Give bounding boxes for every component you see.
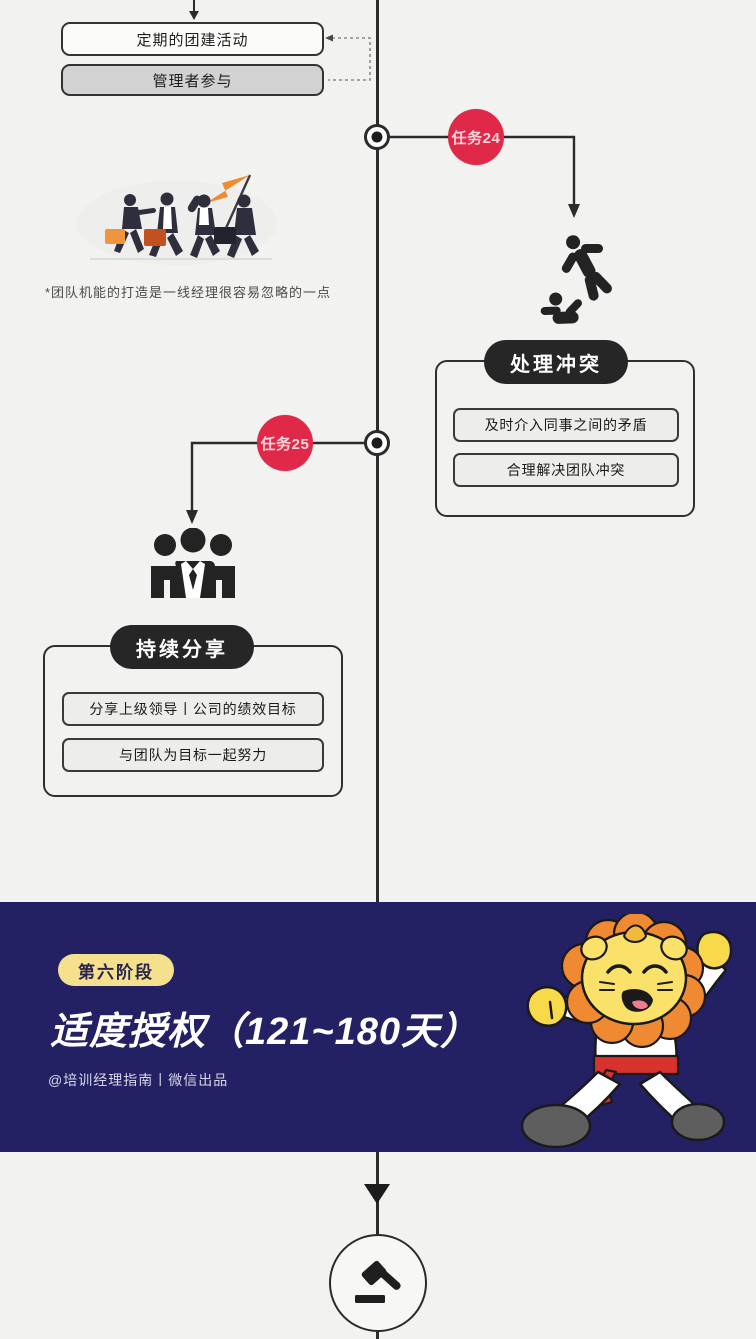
incoming-arrow-icon — [182, 0, 206, 22]
task-badge-25[interactable]: 任务25 — [257, 415, 313, 471]
bottom-arrow-icon — [362, 1178, 392, 1208]
conflict-item-2[interactable]: 合理解决团队冲突 — [453, 453, 679, 487]
conflict-item-1[interactable]: 及时介入同事之间的矛盾 — [453, 408, 679, 442]
group-title-handle-conflict: 处理冲突 — [484, 340, 628, 384]
conflict-figures-icon — [518, 222, 628, 327]
group-title-continuous-sharing: 持续分享 — [110, 625, 254, 669]
team-group-icon — [148, 528, 238, 598]
banner-title: 适度授权（121~180天） — [50, 1011, 479, 1053]
sharing-item-1[interactable]: 分享上级领导丨公司的绩效目标 — [62, 692, 324, 726]
task-badge-24[interactable]: 任务24 — [448, 109, 504, 165]
dashed-feedback-connector — [322, 28, 382, 90]
karate-lion-mascot-icon — [512, 914, 738, 1152]
banner-subtitle: @培训经理指南丨微信出品 — [48, 1072, 229, 1088]
stage-banner: 第六阶段 适度授权（121~180天） @培训经理指南丨微信出品 — [0, 902, 756, 1152]
stage-pill-label: 第六阶段 — [58, 954, 174, 986]
gavel-icon — [349, 1255, 407, 1311]
business-team-illustration — [72, 163, 287, 275]
top-box-manager-participation[interactable]: 管理者参与 — [61, 64, 324, 96]
sharing-item-2[interactable]: 与团队为目标一起努力 — [62, 738, 324, 772]
gavel-node[interactable] — [329, 1234, 427, 1332]
timeline-node-task25[interactable] — [364, 430, 390, 456]
top-box-team-building[interactable]: 定期的团建活动 — [61, 22, 324, 56]
footnote-text: *团队机能的打造是一线经理很容易忽略的一点 — [45, 285, 332, 300]
timeline-node-task24[interactable] — [364, 124, 390, 150]
